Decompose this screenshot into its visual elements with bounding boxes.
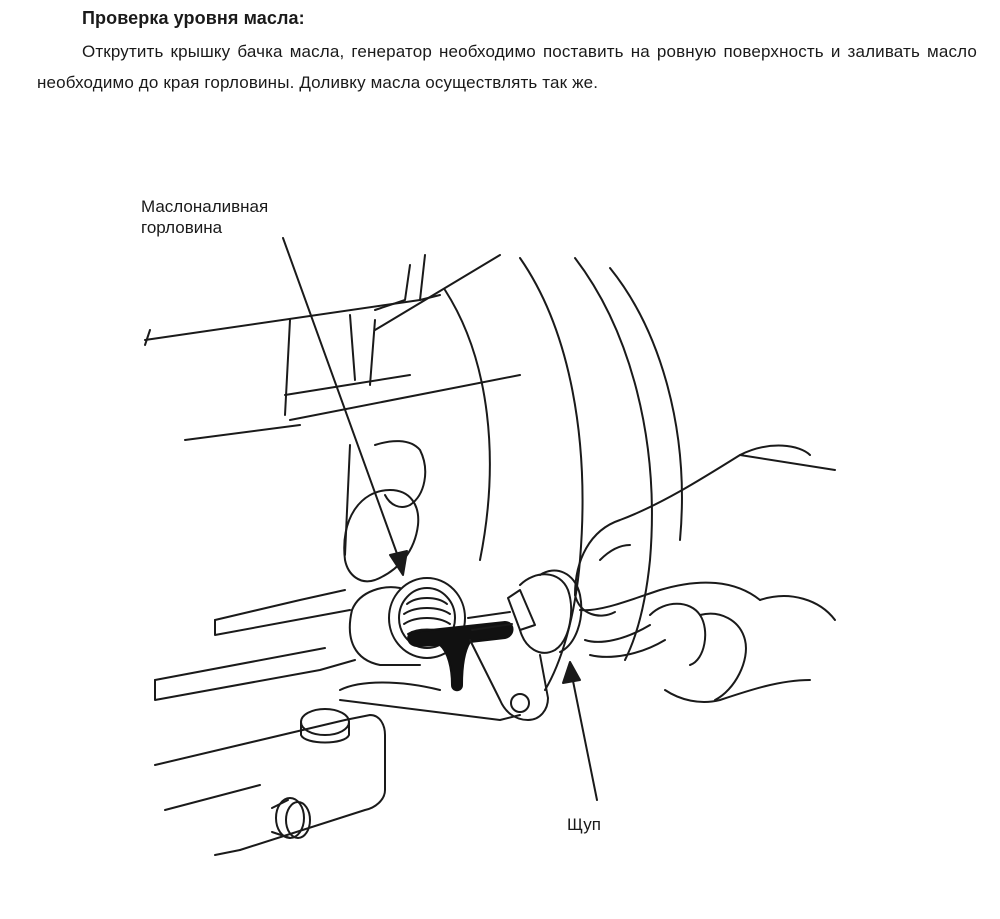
oil-filler-neck <box>348 577 466 666</box>
hand <box>574 444 836 703</box>
filler-neck-label-line1: Маслоналивная <box>141 197 269 216</box>
base-bolts <box>271 708 350 839</box>
dipstick-label: Щуп <box>567 815 602 834</box>
instruction-paragraph: Открутить крышку бачка масла, генератор … <box>37 42 977 92</box>
engine-housing <box>144 254 521 441</box>
dipstick-shape <box>467 569 583 721</box>
oil-stream <box>407 621 514 692</box>
filler-neck-label-line2: горловина <box>141 218 223 237</box>
dipstick-pointer-arrow <box>562 661 598 801</box>
filler-neck-label: Маслоналивная горловина <box>141 196 268 238</box>
filler-neck-pointer-arrow <box>282 237 408 576</box>
oil-check-illustration <box>144 237 836 856</box>
mounting-lug <box>343 440 427 583</box>
section-heading: Проверка уровня масла: <box>82 8 305 28</box>
